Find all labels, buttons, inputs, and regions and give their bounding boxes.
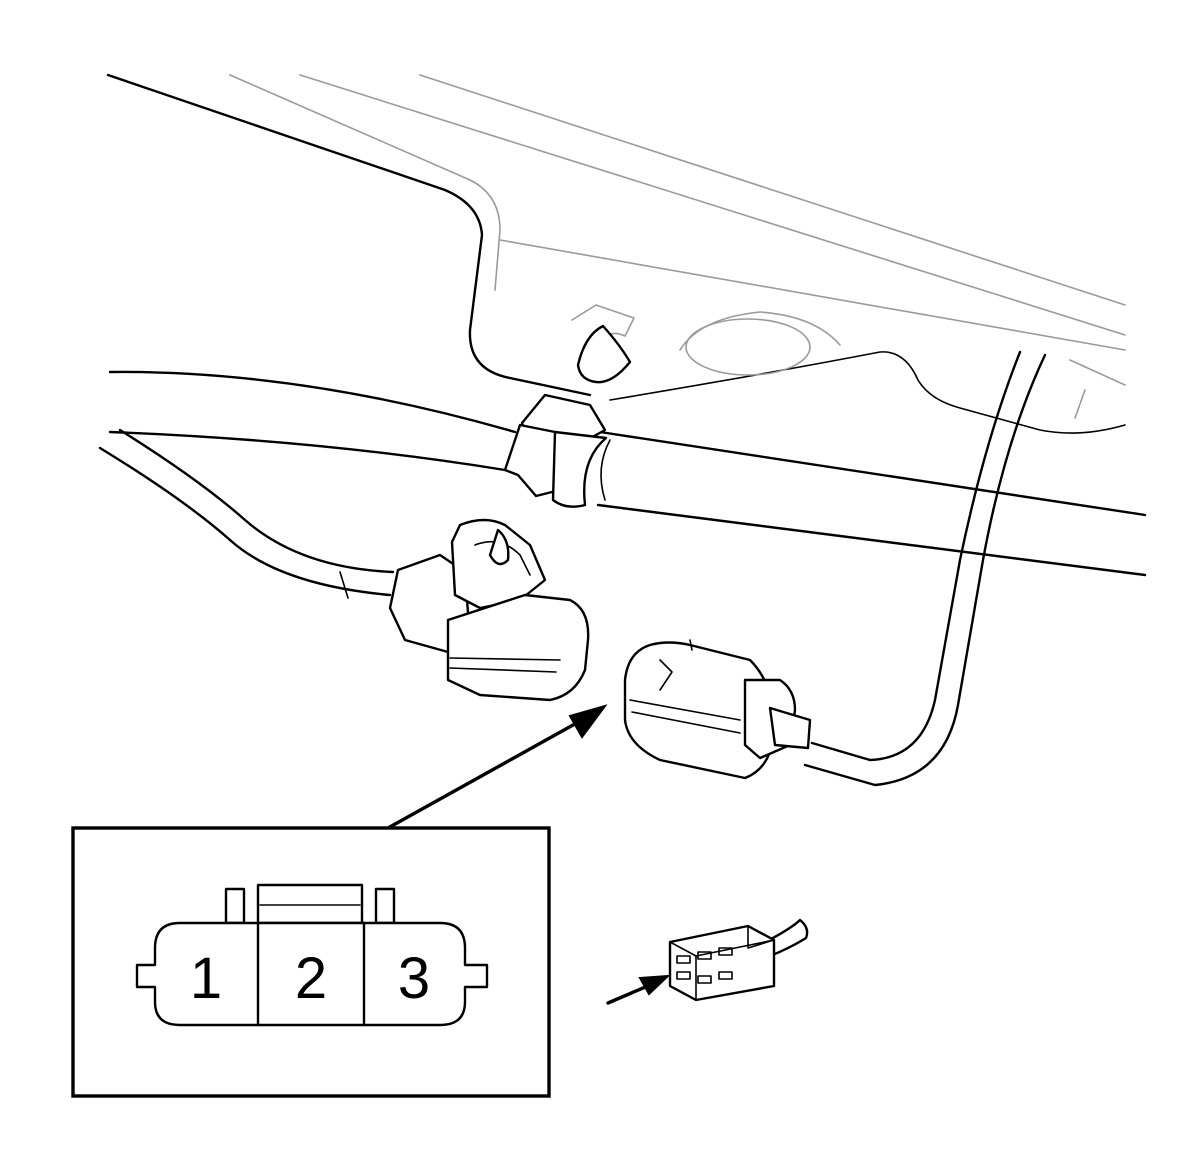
body-panel	[106, 73, 1126, 434]
pin-1-label: 1	[190, 946, 222, 1011]
pinout-inset: 1 2 3	[71, 826, 551, 1098]
main-harness-tube	[108, 370, 1147, 577]
left-connector	[388, 518, 590, 702]
pin-2-label: 2	[295, 946, 327, 1011]
right-connector	[623, 639, 812, 780]
pin-3-label: 3	[398, 946, 430, 1011]
leader-arrow	[386, 704, 608, 830]
connector-face-outline	[135, 883, 489, 1027]
harness-clip	[503, 393, 608, 508]
right-wire	[803, 350, 1047, 787]
left-harness-wire	[98, 428, 395, 599]
connector-front-view-icon	[606, 918, 809, 1005]
